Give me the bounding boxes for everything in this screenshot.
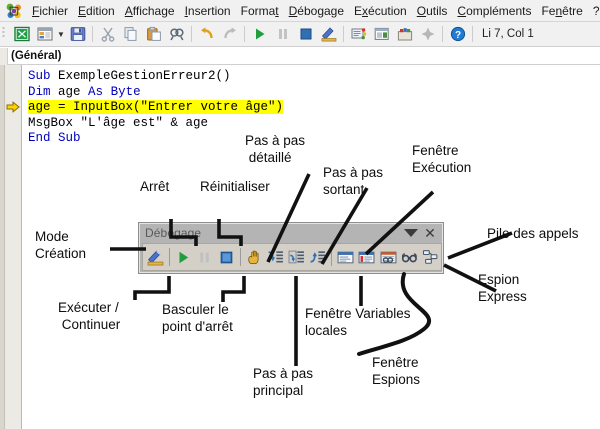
menu-item-insertion[interactable]: Insertion xyxy=(184,3,231,18)
toggle-breakpoint-button[interactable] xyxy=(245,246,264,268)
code-header-gutter xyxy=(0,47,8,65)
locals-window-button[interactable] xyxy=(357,246,376,268)
design-mode-icon[interactable] xyxy=(318,24,339,45)
menu-item-fenetre[interactable]: Fenêtre xyxy=(541,3,583,18)
toolbar-separator xyxy=(92,26,93,42)
copy-icon[interactable] xyxy=(120,24,141,45)
menu-item-complements[interactable]: Compléments xyxy=(457,3,532,18)
annotation-arret: Arrêt xyxy=(140,179,170,194)
menu-bar: Fichier Edition Affichage Insertion Form… xyxy=(0,0,600,22)
step-over-button[interactable] xyxy=(287,246,306,268)
toolbar-separator xyxy=(169,248,171,266)
toolbar-separator xyxy=(239,248,241,266)
reset-button[interactable] xyxy=(216,246,235,268)
toolbar-options-caret-icon[interactable] xyxy=(404,229,419,237)
menu-item-affichage[interactable]: Affichage xyxy=(124,3,175,18)
annotation-reinitialiser: Réinitialiser xyxy=(200,179,270,194)
run-continue-button[interactable] xyxy=(174,246,193,268)
watch-window-button[interactable] xyxy=(378,246,397,268)
vba-logo-icon xyxy=(5,2,23,20)
menu-item-format[interactable]: Format xyxy=(240,3,279,18)
annotation-espion-express: Espion Express xyxy=(478,272,527,304)
toolbar-separator xyxy=(191,26,192,42)
toolbar-drag-grip[interactable] xyxy=(2,26,8,42)
toolbar-separator xyxy=(343,26,344,42)
properties-window-icon[interactable] xyxy=(371,24,392,45)
menu-item-fichier[interactable]: Fichier xyxy=(32,3,69,18)
project-explorer-window-icon[interactable] xyxy=(348,24,369,45)
menu-item-help[interactable]: ? xyxy=(592,3,600,18)
annotation-mode-creation: Mode Création xyxy=(35,229,87,261)
annotation-pile-des-appels: Pile des appels xyxy=(487,226,579,241)
gutter-edge xyxy=(0,65,5,429)
procedure-scope-label: (Général) xyxy=(11,50,62,62)
close-icon[interactable]: ✕ xyxy=(424,225,436,241)
annotation-fenetre-variables-locales: Fenêtre Variables locales xyxy=(305,306,411,338)
toolbar-separator xyxy=(472,26,473,42)
stop-reset-icon[interactable] xyxy=(295,24,316,45)
pause-break-icon[interactable] xyxy=(272,24,293,45)
annotation-pas-a-pas-sortant: Pas à pas sortant xyxy=(323,165,384,197)
menu-item-outils[interactable]: Outils xyxy=(416,3,448,18)
view-excel-icon[interactable] xyxy=(11,24,32,45)
menu-item-execution[interactable]: Exécution xyxy=(354,3,407,18)
find-icon[interactable] xyxy=(166,24,187,45)
toolbar-separator xyxy=(442,26,443,42)
code-pane-header: (Général) xyxy=(0,47,600,65)
menu-item-edition[interactable]: Edition xyxy=(78,3,115,18)
annotation-executer-continuer: Exécuter / Continuer xyxy=(58,300,121,332)
debug-toolbar-title: Débogage xyxy=(145,226,202,240)
cut-icon[interactable] xyxy=(97,24,118,45)
annotation-pas-a-pas-detaille: Pas à pas détaillé xyxy=(245,133,306,165)
step-into-button[interactable] xyxy=(266,246,285,268)
save-icon[interactable] xyxy=(67,24,88,45)
help-icon[interactable]: ? xyxy=(447,24,468,45)
code-text: Sub ExempleGestionErreur2() Dim age As B… xyxy=(28,69,284,146)
menu-item-debogage[interactable]: Débogage xyxy=(288,3,345,18)
call-stack-button[interactable] xyxy=(421,246,440,268)
quick-watch-button[interactable] xyxy=(400,246,419,268)
annotation-fenetre-execution: Fenêtre Exécution xyxy=(412,143,472,175)
undo-icon[interactable] xyxy=(196,24,217,45)
svg-text:?: ? xyxy=(454,30,460,41)
debug-toolbar-buttons xyxy=(142,243,442,271)
code-gutter[interactable] xyxy=(0,65,22,429)
object-browser-icon[interactable] xyxy=(417,24,438,45)
chevron-down-icon[interactable]: ▼ xyxy=(57,29,65,39)
redo-icon[interactable] xyxy=(219,24,240,45)
debug-toolbar[interactable]: Débogage ✕ xyxy=(138,222,444,274)
paste-icon[interactable] xyxy=(143,24,164,45)
design-mode-button[interactable] xyxy=(146,246,165,268)
standard-toolbar: ▼ xyxy=(0,22,600,47)
debug-toolbar-titlebar[interactable]: Débogage ✕ xyxy=(139,223,443,243)
toolbar-separator xyxy=(331,248,333,266)
annotation-pas-a-pas-principal: Pas à pas principal xyxy=(253,366,314,398)
annotation-fenetre-espions: Fenêtre Espions xyxy=(372,355,421,387)
break-button[interactable] xyxy=(195,246,214,268)
toolbox-icon[interactable] xyxy=(394,24,415,45)
cursor-position-status: Li 7, Col 1 xyxy=(482,28,534,40)
execution-pointer-arrow xyxy=(6,100,20,113)
run-play-icon[interactable] xyxy=(249,24,270,45)
annotation-basculer-point-arret: Basculer le point d'arrêt xyxy=(162,302,233,334)
immediate-window-button[interactable] xyxy=(336,246,355,268)
project-explorer-icon[interactable] xyxy=(34,24,55,45)
step-out-button[interactable] xyxy=(308,246,327,268)
toolbar-separator xyxy=(244,26,245,42)
